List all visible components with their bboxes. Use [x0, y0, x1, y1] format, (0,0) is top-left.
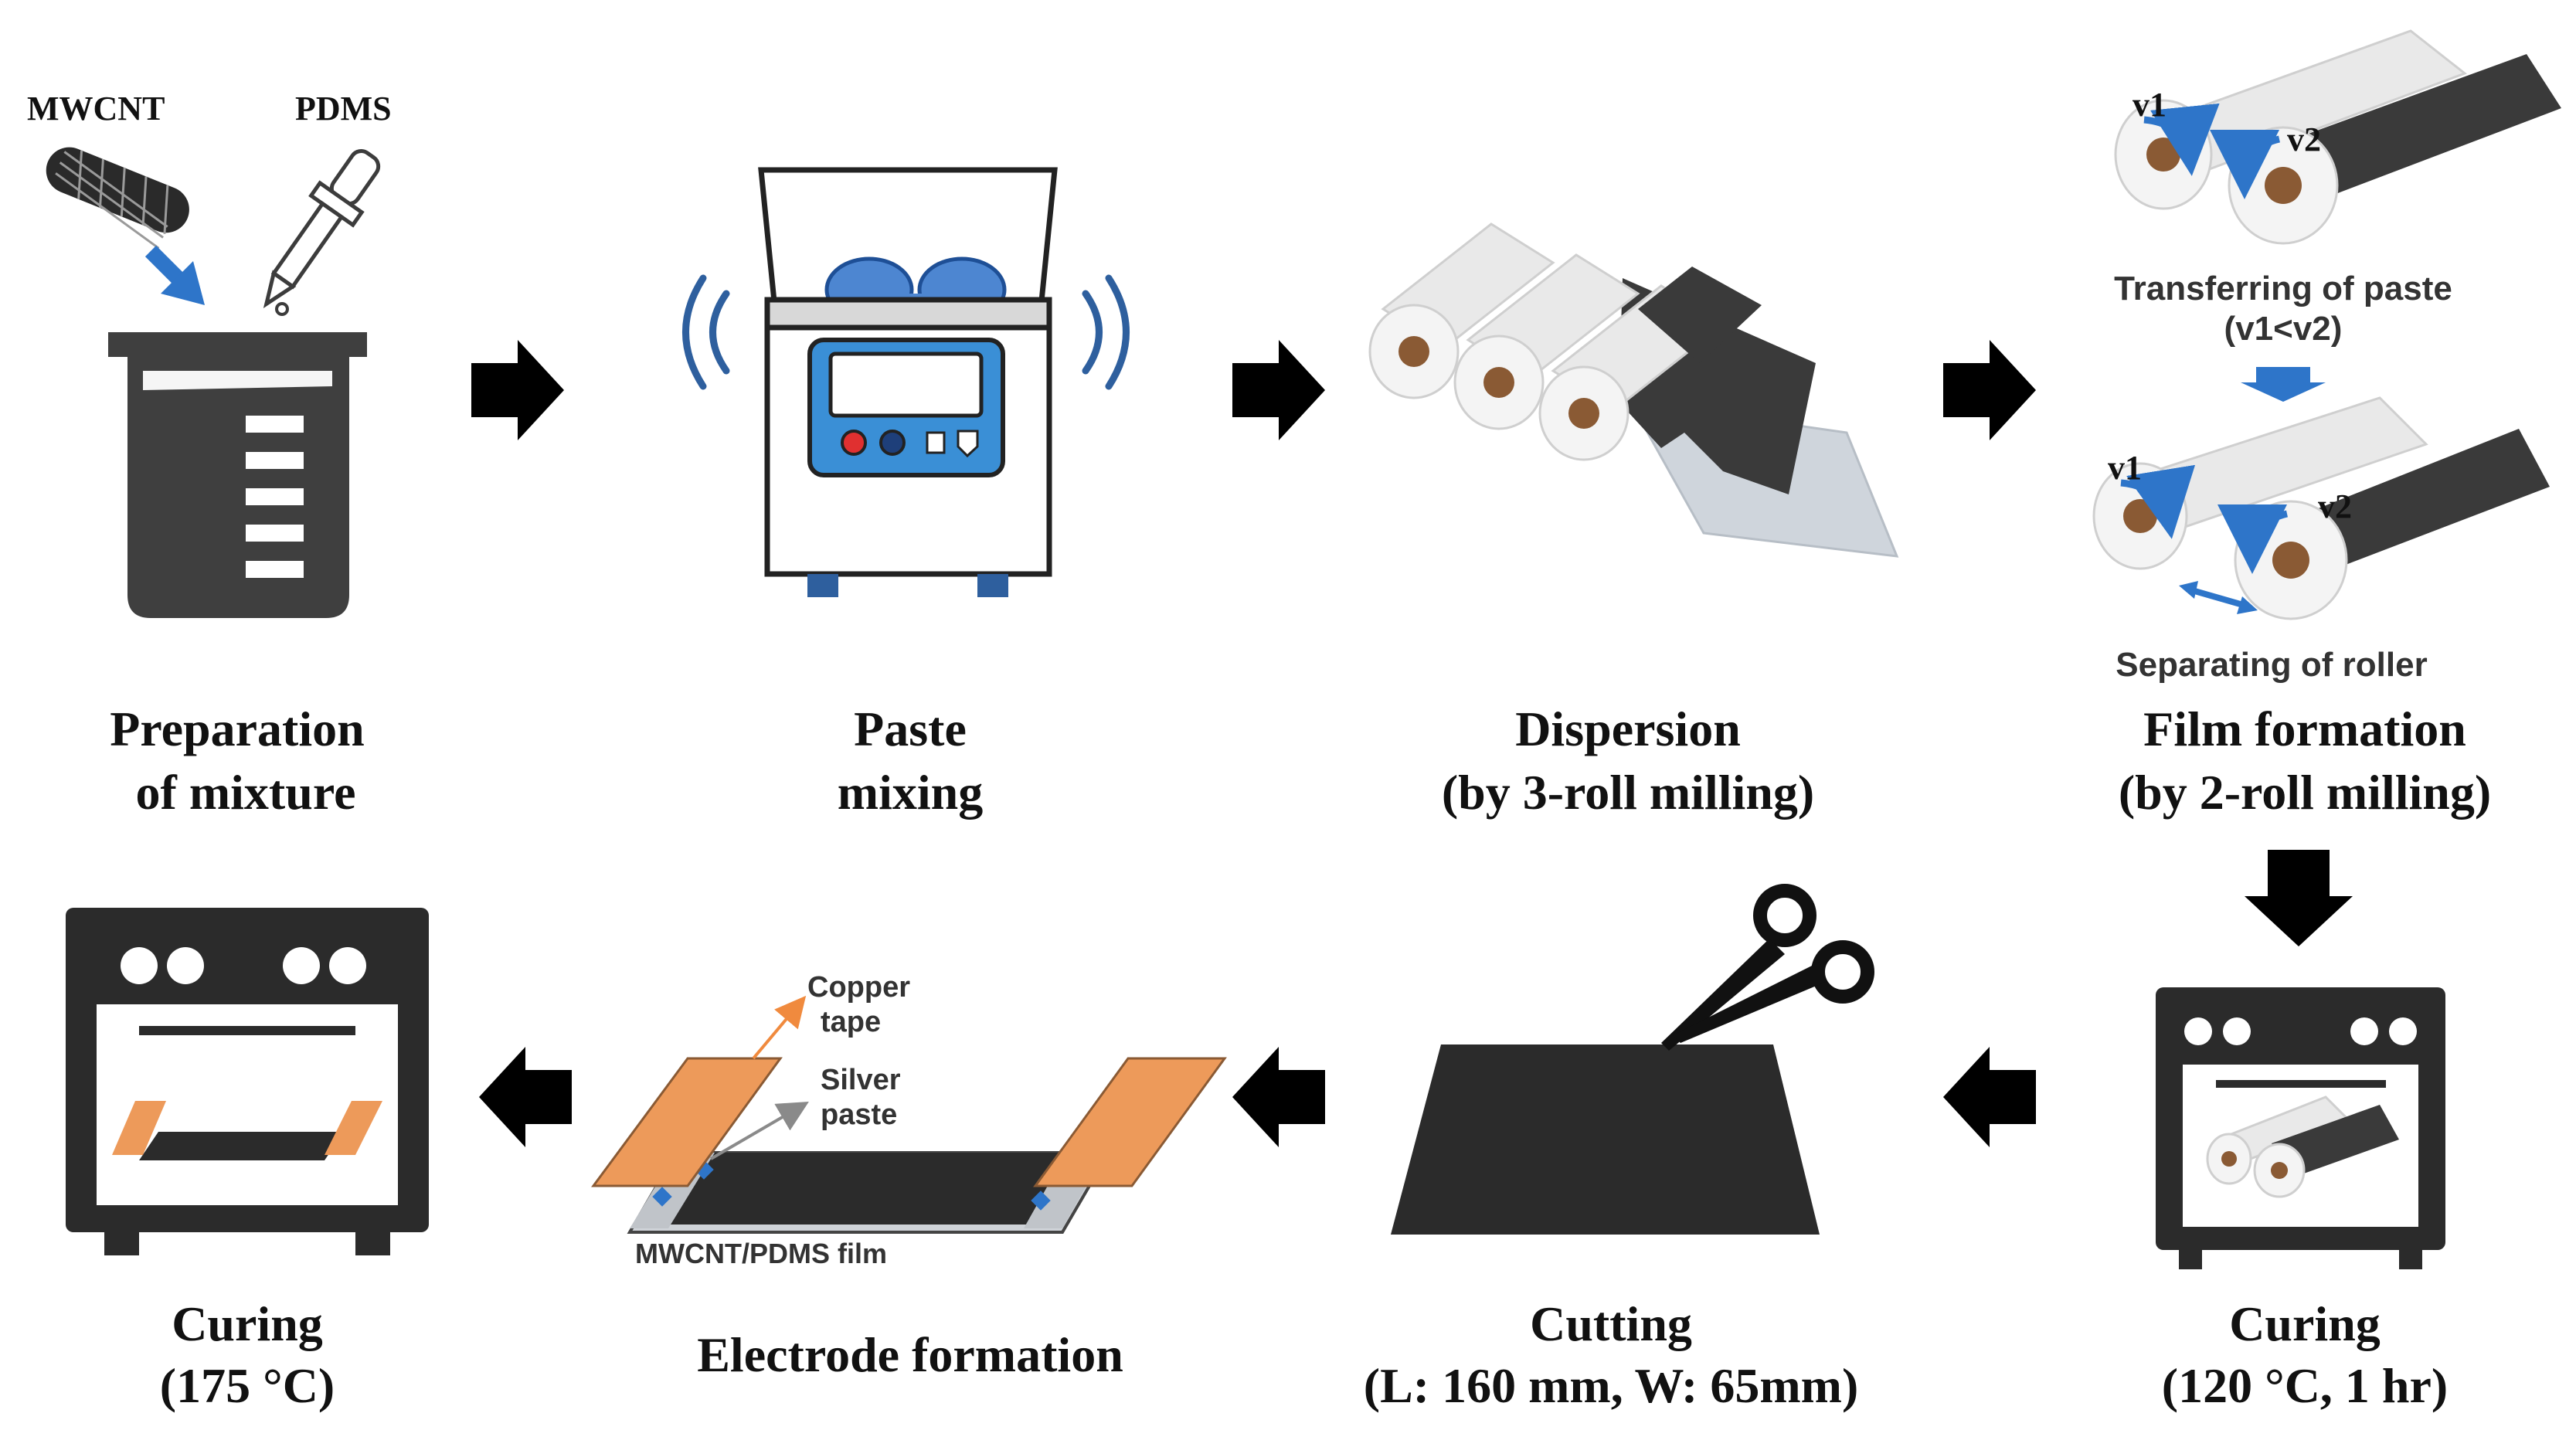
add-arrow-icon	[144, 245, 205, 305]
copper-label: Copper	[807, 971, 910, 1004]
separating-label: Separating of roller	[2116, 646, 2427, 684]
vibration-icon	[682, 274, 1130, 390]
step-subtitle: mixing	[838, 765, 983, 820]
v2-label: v2	[2287, 121, 2321, 158]
step-title: Cutting	[1530, 1296, 1692, 1351]
mwcnt-film	[664, 1153, 1066, 1225]
flow-arrow-right	[1943, 340, 2036, 440]
silver-label: Silver	[821, 1064, 901, 1096]
step-subtitle: (175 °C)	[160, 1358, 335, 1413]
rotation-arrow-icon	[2143, 103, 2220, 176]
step-paste-mixing: Paste mixing	[682, 167, 1130, 820]
roller-pair-transfer: v1 v2	[2114, 29, 2561, 245]
transfer-label: Transferring of paste	[2114, 270, 2452, 307]
nanotube-icon	[46, 147, 189, 250]
copper-annotation-arrow	[752, 995, 807, 1060]
step-subtitle: (by 2-roll milling)	[2119, 765, 2491, 820]
step-title: Electrode formation	[697, 1327, 1123, 1382]
step-title: Film formation	[2143, 701, 2466, 756]
pdms-label: PDMS	[295, 90, 392, 127]
v2-label: v2	[2318, 487, 2352, 525]
beaker-icon	[108, 332, 367, 618]
flow-arrow-left	[479, 1047, 572, 1147]
flow-arrow-right	[471, 340, 564, 440]
silver-annotation-arrow	[709, 1101, 809, 1160]
roller-icon	[1538, 267, 1762, 461]
step-title: Curing	[2229, 1296, 2381, 1351]
step-subtitle: (L: 160 mm, W: 65mm)	[1364, 1358, 1859, 1413]
flow-arrow-right	[1232, 340, 1325, 440]
step-subtitle: of mixture	[136, 765, 356, 820]
separation-arrow-icon	[2185, 586, 2250, 610]
step-subtitle: (by 3-roll milling)	[1442, 765, 1814, 820]
step-film-formation: v1 v2 Transferring of paste (v1<v2) v1 v…	[2092, 29, 2561, 820]
flow-arrow-down	[2245, 850, 2353, 946]
step-cutting: Cutting (L: 160 mm, W: 65mm)	[1364, 884, 1874, 1413]
step-curing-175: Curing (175 °C)	[66, 908, 429, 1413]
electrode-sample-icon	[112, 1101, 382, 1160]
step-title: Dispersion	[1515, 701, 1741, 756]
v1-label: v1	[2108, 449, 2142, 487]
film-label: MWCNT/PDMS film	[635, 1238, 887, 1269]
flow-arrow-left	[1232, 1047, 1325, 1147]
rollers-in-oven-icon	[2206, 1095, 2399, 1198]
down-arrow-icon	[2241, 367, 2326, 402]
rotation-arrow-icon	[2210, 129, 2281, 199]
roller-icon	[1453, 253, 1640, 430]
mwcnt-label: MWCNT	[27, 90, 165, 127]
transfer-condition: (v1<v2)	[2224, 310, 2343, 348]
roller-pair-separate: v1 v2	[2092, 396, 2550, 620]
oven-icon	[66, 908, 429, 1255]
rotation-arrow-icon	[2217, 504, 2289, 574]
drop-icon	[275, 302, 289, 316]
dropper-icon	[263, 149, 381, 309]
silver-label-2: paste	[821, 1099, 897, 1131]
red-button-icon	[841, 430, 867, 456]
step-dispersion: Dispersion (by 3-roll milling)	[1368, 222, 1899, 820]
step-subtitle: (120 °C, 1 hr)	[2162, 1358, 2448, 1413]
step-title: Preparation	[110, 701, 364, 756]
flow-arrow-left	[1943, 1047, 2036, 1147]
copper-tape-left	[591, 1057, 783, 1187]
roller-icon	[1368, 222, 1555, 399]
step-electrode-formation: Copper tape Silver paste MWCNT/PDMS film…	[591, 971, 1227, 1382]
step-curing-120: Curing (120 °C, 1 hr)	[2156, 987, 2448, 1413]
copper-tape-right	[1033, 1057, 1227, 1187]
v1-label: v1	[2133, 86, 2166, 124]
rotation-arrow-icon	[2120, 464, 2196, 539]
copper-label-2: tape	[821, 1006, 881, 1038]
blue-button-icon	[879, 430, 906, 456]
film-sheet	[1391, 1044, 1820, 1235]
step-preparation: MWCNT PDMS Preparat	[27, 90, 392, 820]
mixer-icon	[758, 167, 1058, 597]
step-title: Curing	[172, 1296, 323, 1351]
step-title: Paste	[854, 701, 967, 756]
scissors-icon	[1661, 884, 1874, 1051]
